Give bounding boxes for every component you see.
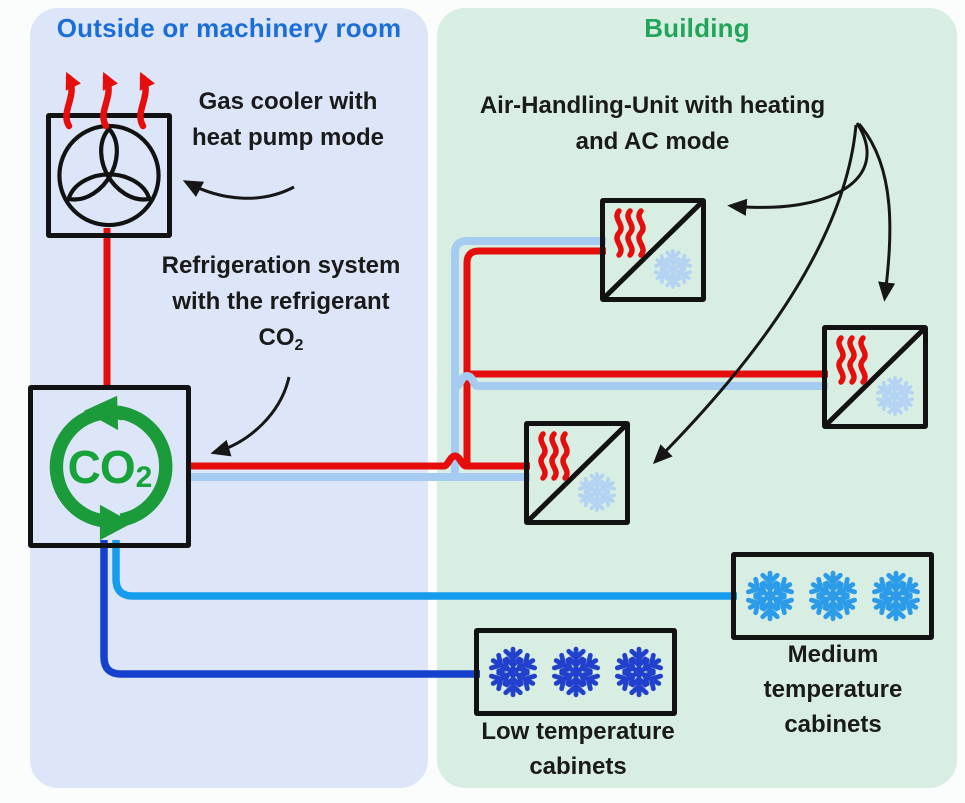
refrigeration-system-label: Refrigeration system with the refrigeran… (161, 252, 401, 354)
ahu-box-3 (524, 421, 630, 525)
cycle-arrowhead-top (83, 395, 119, 431)
heat-waves-icon (839, 338, 865, 382)
low-cabinets-label: Low temperature cabinets (481, 718, 675, 780)
ahu-box-2 (822, 325, 928, 429)
co2-cycle-icon (49, 395, 173, 541)
gas-cooler-box (46, 113, 172, 238)
snowflake-icon (486, 645, 540, 699)
building-panel-title: Building (644, 13, 750, 43)
heat-waves-icon (541, 434, 567, 478)
snowflake-icon (579, 474, 616, 510)
gas-cooler-label: Gas cooler with heat pump mode (191, 88, 384, 151)
snowflake-icon (869, 569, 923, 623)
snowflake-icon (743, 569, 797, 623)
medium-temp-cabinets-box (731, 552, 934, 640)
ahu-label: Air-Handling-Unit with heating and AC mo… (479, 92, 826, 155)
snowflake-icon (806, 569, 860, 623)
snowflake-icon (549, 645, 603, 699)
heat-waves-icon (617, 211, 643, 255)
snowflake-icon (612, 645, 666, 699)
low-temp-cabinets-box (474, 628, 677, 716)
fan-icon (57, 123, 161, 228)
snowflake-icon (877, 378, 914, 414)
outside-panel-title: Outside or machinery room (56, 13, 402, 43)
cycle-arrowhead-bottom (99, 504, 133, 541)
snowflake-icon (655, 251, 692, 287)
ahu-box-1 (600, 198, 706, 302)
medium-cabinets-label: Medium temperature cabinets (763, 641, 903, 738)
